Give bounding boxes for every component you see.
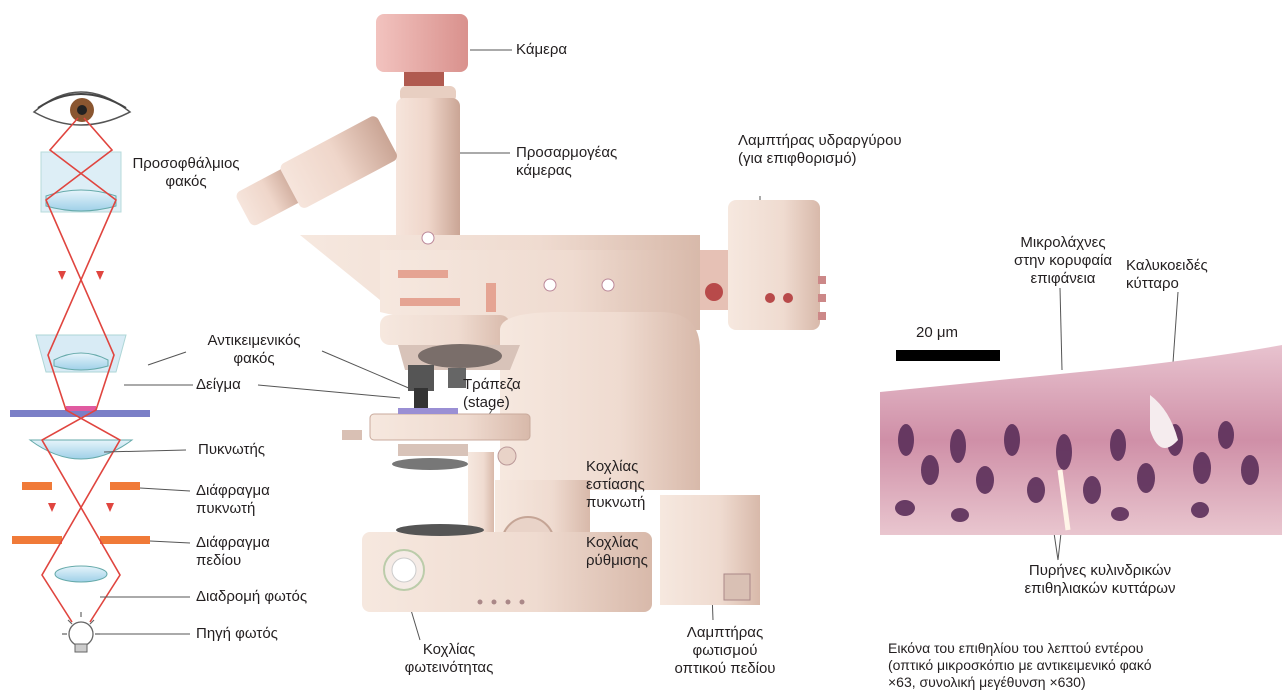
label-eyepiece: Προσοφθάλμιος φακός: [118, 155, 254, 191]
label-goblet-cell: Καλυκοειδές κύτταρο: [1126, 257, 1208, 293]
label-nuclei: Πυρήνες κυλινδρικών επιθηλιακών κυττάρων: [1000, 562, 1200, 598]
label-condenser: Πυκνωτής: [198, 441, 265, 459]
mercury-lamp-housing: [728, 200, 820, 330]
figure-caption: Εικόνα του επιθηλίου του λεπτού εντέρου …: [888, 640, 1151, 691]
field-diaphragm-left: [12, 536, 62, 544]
camera-body: [376, 14, 468, 72]
label-light-path: Διαδρομή φωτός: [196, 588, 307, 606]
label-objective: Αντικειμενικός φακός: [186, 332, 322, 368]
label-condenser-focus-knob: Κοχλίας εστίασης πυκνωτή: [586, 458, 645, 512]
label-field-diaphragm: Διάφραγμα πεδίου: [196, 534, 270, 570]
field-diaphragm-right: [100, 536, 150, 544]
microscope-illustration: [233, 14, 826, 612]
label-stage: Τράπεζα (stage): [463, 376, 521, 412]
light-bulb-icon: [62, 612, 100, 652]
label-camera-adapter: Προσαρμογέας κάμερας: [516, 144, 617, 180]
label-light-source: Πηγή φωτός: [196, 625, 278, 643]
scale-bar: [896, 350, 1000, 361]
tissue-micrograph: [880, 345, 1282, 535]
label-mercury-lamp: Λαμπτήρας υδραργύρου (για επιφθορισμό): [738, 132, 902, 168]
condenser-diaphragm-left: [22, 482, 52, 490]
label-field-lamp: Λαμπτήρας φωτισμού οπτικού πεδίου: [660, 624, 790, 678]
scale-label: 20 μm: [916, 324, 958, 341]
label-focus-knob: Κοχλίας ρύθμισης: [586, 534, 648, 570]
eye-icon: [34, 92, 130, 125]
slide-schematic: [10, 410, 150, 417]
label-microvilli: Μικρολάχνες στην κορυφαία επιφάνεια: [1004, 234, 1122, 288]
label-specimen: Δείγμα: [196, 376, 241, 394]
label-condenser-diaphragm: Διάφραγμα πυκνωτή: [196, 482, 270, 518]
label-camera: Κάμερα: [516, 41, 567, 59]
label-brightness-knob: Κοχλίας φωτεινότητας: [384, 641, 514, 677]
condenser-diaphragm-right: [110, 482, 140, 490]
